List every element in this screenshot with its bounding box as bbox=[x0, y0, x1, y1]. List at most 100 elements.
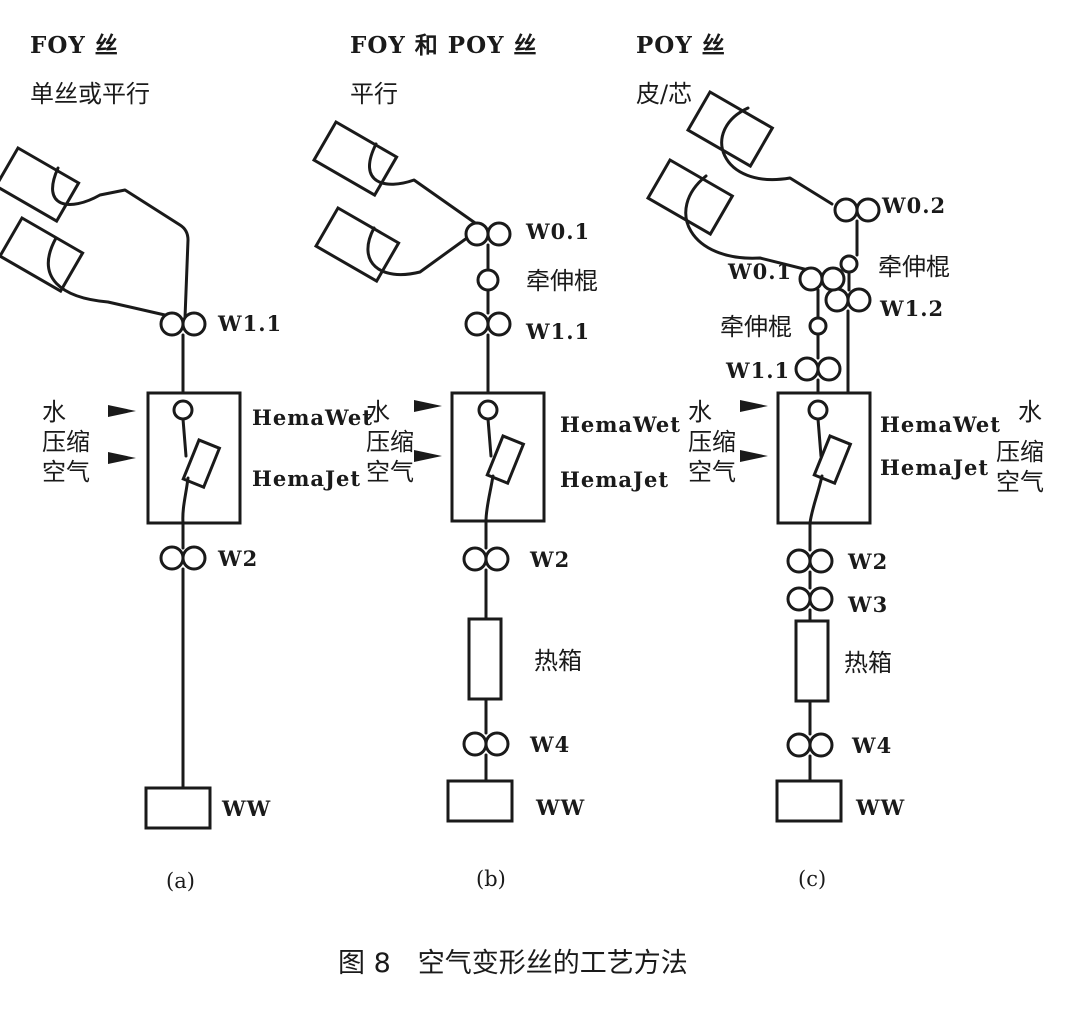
roller-w1-1 bbox=[486, 311, 512, 337]
yarn-line bbox=[181, 476, 190, 525]
label-ww: WW bbox=[535, 795, 585, 820]
nozzle-guide bbox=[172, 399, 194, 421]
yarn-path-lower bbox=[684, 174, 810, 272]
label-hemajet: HemaJet bbox=[252, 466, 361, 491]
label-w1-1: W1.1 bbox=[525, 319, 590, 344]
label-heater: 热箱 bbox=[534, 647, 582, 675]
yarn-line bbox=[181, 417, 188, 458]
label-w1-2: W1.2 bbox=[879, 296, 944, 321]
input-label-water: 水 bbox=[688, 398, 712, 426]
roller-w1-1 bbox=[794, 356, 820, 382]
jet-element bbox=[812, 434, 853, 486]
input-label-air: 空气 bbox=[366, 458, 414, 486]
roller-w4 bbox=[786, 732, 812, 758]
caption-a: (a) bbox=[166, 869, 195, 893]
label-hemajet: HemaJet bbox=[880, 455, 989, 480]
label-w0-1: W0.1 bbox=[727, 259, 792, 284]
air-inlet-arrow bbox=[108, 452, 136, 464]
label-w2: W2 bbox=[217, 546, 258, 571]
panel-c: POY 丝 皮/芯 W0.2 牵伸棍 W1.2 W0.1 牵伸棍 W1.1 bbox=[636, 32, 1044, 891]
roller-w2 bbox=[808, 548, 834, 574]
label-hemawet: HemaWet bbox=[252, 405, 373, 430]
panel-a-heading-2: 单丝或平行 bbox=[30, 80, 150, 108]
supply-bobbin-upper bbox=[685, 89, 775, 169]
roller-w1-1 bbox=[464, 311, 490, 337]
input-label-water-right: 水 bbox=[1018, 398, 1042, 426]
roller-w1-1 bbox=[816, 356, 842, 382]
label-w1-1: W1.1 bbox=[725, 358, 790, 383]
yarn-line bbox=[486, 417, 493, 458]
draw-pin-left bbox=[808, 316, 828, 336]
water-inlet-arrow bbox=[414, 400, 442, 412]
yarn-line bbox=[808, 474, 824, 525]
yarn-path-upper bbox=[368, 142, 480, 227]
label-w4: W4 bbox=[529, 732, 570, 757]
heater-box bbox=[794, 619, 830, 703]
roller-w0-1 bbox=[464, 221, 490, 247]
roller-w2 bbox=[462, 546, 488, 572]
label-hemawet: HemaWet bbox=[560, 412, 681, 437]
jet-element bbox=[485, 434, 526, 486]
panel-b-heading-2: 平行 bbox=[350, 80, 398, 108]
label-ww: WW bbox=[855, 795, 905, 820]
nozzle-guide bbox=[477, 399, 499, 421]
label-heater: 热箱 bbox=[844, 649, 892, 677]
winder-package bbox=[446, 779, 514, 823]
label-w2: W2 bbox=[529, 547, 570, 572]
roller-w4 bbox=[462, 731, 488, 757]
label-w4: W4 bbox=[851, 733, 892, 758]
nozzle-guide bbox=[807, 399, 829, 421]
panel-c-heading-2: 皮/芯 bbox=[636, 80, 692, 108]
roller-w0-1 bbox=[820, 266, 846, 292]
panel-b-heading-1: FOY 和 POY 丝 bbox=[350, 32, 538, 59]
roller-w2 bbox=[159, 545, 185, 571]
input-label-compressed: 压缩 bbox=[366, 428, 414, 456]
yarn-line bbox=[484, 474, 495, 523]
yarn-path-lower bbox=[46, 236, 180, 320]
roller-w0-2 bbox=[855, 197, 881, 223]
air-inlet-arrow bbox=[414, 450, 442, 462]
input-label-compressed: 压缩 bbox=[688, 428, 736, 456]
roller-w2 bbox=[786, 548, 812, 574]
winder-package bbox=[775, 779, 843, 823]
water-inlet-arrow bbox=[740, 400, 768, 412]
roller-w1-2 bbox=[824, 287, 850, 313]
label-draw-pin-left: 牵伸棍 bbox=[720, 313, 792, 341]
yarn-path-lower bbox=[366, 226, 480, 277]
air-inlet-arrow bbox=[740, 450, 768, 462]
supply-bobbin-upper bbox=[311, 119, 399, 198]
label-hemawet: HemaWet bbox=[880, 412, 1001, 437]
label-w1-1: W1.1 bbox=[217, 311, 282, 336]
label-w0-1: W0.1 bbox=[525, 219, 590, 244]
draw-pin bbox=[476, 268, 500, 292]
caption-c: (c) bbox=[798, 867, 826, 891]
heater-box bbox=[467, 617, 503, 701]
roller-w0-2 bbox=[833, 197, 859, 223]
supply-bobbin-lower bbox=[313, 205, 401, 284]
panel-c-heading-1: POY 丝 bbox=[636, 32, 726, 59]
roller-w2 bbox=[181, 545, 207, 571]
roller-w2 bbox=[484, 546, 510, 572]
roller-w1-2 bbox=[846, 287, 872, 313]
roller-w1-1 bbox=[181, 311, 207, 337]
label-hemajet: HemaJet bbox=[560, 467, 669, 492]
panel-a-heading-1: FOY 丝 bbox=[30, 32, 119, 59]
roller-w3 bbox=[786, 586, 812, 612]
input-label-air: 空气 bbox=[688, 458, 736, 486]
caption-b: (b) bbox=[476, 867, 506, 891]
input-label-air: 空气 bbox=[42, 458, 90, 486]
yarn-path-upper bbox=[51, 166, 190, 320]
yarn-line bbox=[816, 417, 823, 458]
supply-bobbin-lower bbox=[0, 215, 85, 294]
supply-bobbin-upper bbox=[0, 145, 81, 224]
draw-pin-right bbox=[839, 254, 859, 274]
input-label-compressed: 压缩 bbox=[42, 428, 90, 456]
roller-w0-1 bbox=[798, 266, 824, 292]
label-w2: W2 bbox=[847, 549, 888, 574]
input-label-air-right: 空气 bbox=[996, 468, 1044, 496]
panel-b: FOY 和 POY 丝 平行 W0.1 牵伸棍 W1.1 水 压缩 空气 Hem… bbox=[311, 32, 681, 891]
roller-w3 bbox=[808, 586, 834, 612]
roller-w0-1 bbox=[486, 221, 512, 247]
water-inlet-arrow bbox=[108, 405, 136, 417]
